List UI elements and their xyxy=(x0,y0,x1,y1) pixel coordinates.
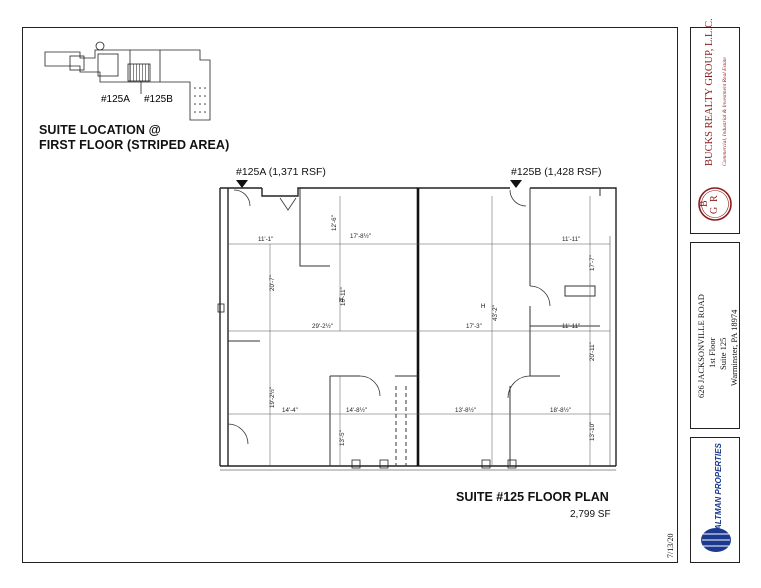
svg-text:H: H xyxy=(339,298,343,304)
map-label-125b: #125B xyxy=(144,94,173,105)
address-box xyxy=(690,242,740,429)
plan-date: 7/13/20 xyxy=(666,533,675,558)
dimension-label: 20'-7" xyxy=(269,275,276,291)
dimension-label: 13'-8½" xyxy=(455,407,476,414)
dimension-label: 12'-6" xyxy=(331,215,338,231)
dimension-label: 17'-3" xyxy=(466,323,482,330)
dimension-label: 13'-10" xyxy=(589,422,596,441)
dimension-label: 17'-7" xyxy=(589,255,596,271)
logo-box xyxy=(690,437,740,563)
entry-marker-125a xyxy=(236,180,248,188)
dimension-label: 18'-8½" xyxy=(550,407,571,414)
floor-plan-area: 2,799 SF xyxy=(570,509,611,520)
address-street: 626 JACKSONVILLE ROAD xyxy=(696,294,706,398)
location-title-line2: FIRST FLOOR (STRIPED AREA) xyxy=(39,138,230,152)
dimension-label: 14'-4" xyxy=(282,407,298,414)
floor-plan-title: SUITE #125 FLOOR PLAN xyxy=(456,490,609,504)
monogram-letter: G xyxy=(709,207,720,214)
dimension-label: 14'-8½" xyxy=(346,407,367,414)
dimension-label: 17'-8½" xyxy=(350,233,371,240)
monogram-letter: R xyxy=(709,195,720,202)
dimension-label: 11'-11" xyxy=(562,323,580,330)
logo-text: ALTMAN PROPERTIES xyxy=(714,443,723,531)
dimension-label: 19'-2½" xyxy=(269,387,276,408)
dimension-label: 13'-5" xyxy=(339,430,346,446)
svg-text:H: H xyxy=(481,304,485,310)
address-suite: Suite 125 xyxy=(718,337,728,370)
company-tagline: Commercial, Industrial & Investment Real… xyxy=(722,57,728,166)
altman-properties-logo: ALTMAN PROPERTIES xyxy=(701,443,731,552)
location-title-line1: SUITE LOCATION @ xyxy=(39,123,161,137)
floor-plan: 11'-1" 12'-6" 17'-8½" 20'-7" 16'-11" 29'… xyxy=(217,180,617,471)
entry-marker-125b xyxy=(510,180,522,188)
map-label-125a: #125A xyxy=(101,94,130,105)
dimension-label: 11'-11" xyxy=(562,236,580,243)
address-floor: 1st Floor xyxy=(707,337,717,368)
dimension-label: 29'-2½" xyxy=(312,323,333,330)
dimension-label: 16'-11" xyxy=(340,287,347,306)
drawing-frame xyxy=(22,27,678,563)
striped-area xyxy=(127,63,151,82)
address-city: Warminster, PA 18974 xyxy=(729,309,739,386)
suite-125a-label: #125A (1,371 RSF) xyxy=(236,166,326,178)
company-box xyxy=(690,27,740,234)
dimension-label: 43'-2" xyxy=(492,305,499,321)
suite-location-map: #125A #125B xyxy=(44,41,211,121)
dimension-label: 20'-11" xyxy=(589,342,596,361)
suite-125b-label: #125B (1,428 RSF) xyxy=(511,166,602,178)
brg-monogram-logo: B R G xyxy=(698,187,732,221)
dimension-label: 11'-1" xyxy=(258,236,273,243)
company-name: BUCKS REALTY GROUP, L.L.C. xyxy=(704,18,715,166)
monogram-letter: B xyxy=(699,200,710,207)
